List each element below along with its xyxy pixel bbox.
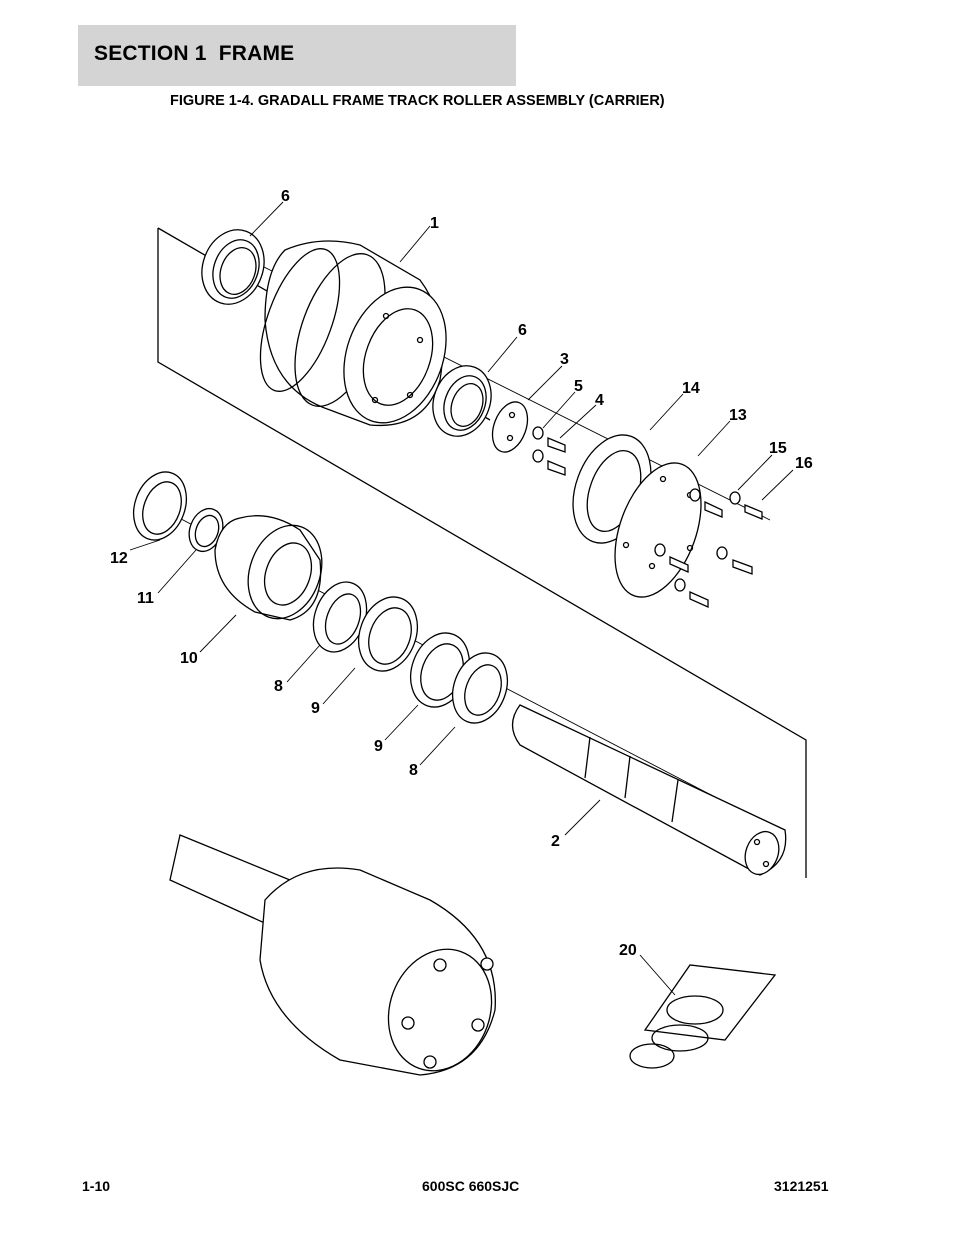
callout-9-lower: 9 xyxy=(374,738,383,755)
plate-3 xyxy=(491,401,529,453)
callout-14: 14 xyxy=(682,380,700,397)
callout-1: 1 xyxy=(430,215,439,232)
bearing-cup-9-upper xyxy=(358,596,418,672)
shaft-2 xyxy=(511,704,787,876)
callout-4: 4 xyxy=(595,392,604,409)
callout-8-lower: 8 xyxy=(409,762,418,779)
bearing-8-lower xyxy=(451,652,509,724)
callout-12: 12 xyxy=(110,550,128,567)
roller-body-1 xyxy=(259,240,447,427)
callout-6-upper: 6 xyxy=(281,188,290,205)
document-number: 3121251 xyxy=(774,1178,829,1194)
callout-2: 2 xyxy=(551,833,560,850)
callout-11: 11 xyxy=(137,590,154,607)
leader-lines xyxy=(129,201,794,996)
model-number: 600SC 660SJC xyxy=(422,1178,520,1194)
washers-and-bolts-15-16 xyxy=(654,488,763,609)
seal-6-upper xyxy=(201,229,265,305)
figure-title: FIGURE 1-4. GRADALL FRAME TRACK ROLLER A… xyxy=(170,93,665,109)
seal-12 xyxy=(132,471,188,541)
assembled-roller-view xyxy=(169,834,496,1076)
callout-15: 15 xyxy=(769,440,787,457)
seal-kit-20 xyxy=(629,964,777,1069)
callout-9-upper: 9 xyxy=(311,700,320,717)
callout-5: 5 xyxy=(574,378,583,395)
callout-16: 16 xyxy=(795,455,813,472)
callout-8-upper: 8 xyxy=(274,678,283,695)
bearing-8-upper xyxy=(312,581,368,653)
section-header: SECTION 1 FRAME xyxy=(78,25,516,86)
callout-3: 3 xyxy=(560,351,569,368)
callout-6-lower: 6 xyxy=(518,322,527,339)
assembly-boundary xyxy=(157,228,807,878)
callout-13: 13 xyxy=(729,407,747,424)
washers-and-bolts-5-4 xyxy=(532,426,566,476)
callout-10: 10 xyxy=(180,650,198,667)
page-number: 1-10 xyxy=(82,1178,111,1194)
seal-6-lower xyxy=(432,365,492,437)
callout-20: 20 xyxy=(619,942,637,959)
hub-10 xyxy=(214,515,323,621)
section-title: SECTION 1 FRAME xyxy=(94,42,295,65)
